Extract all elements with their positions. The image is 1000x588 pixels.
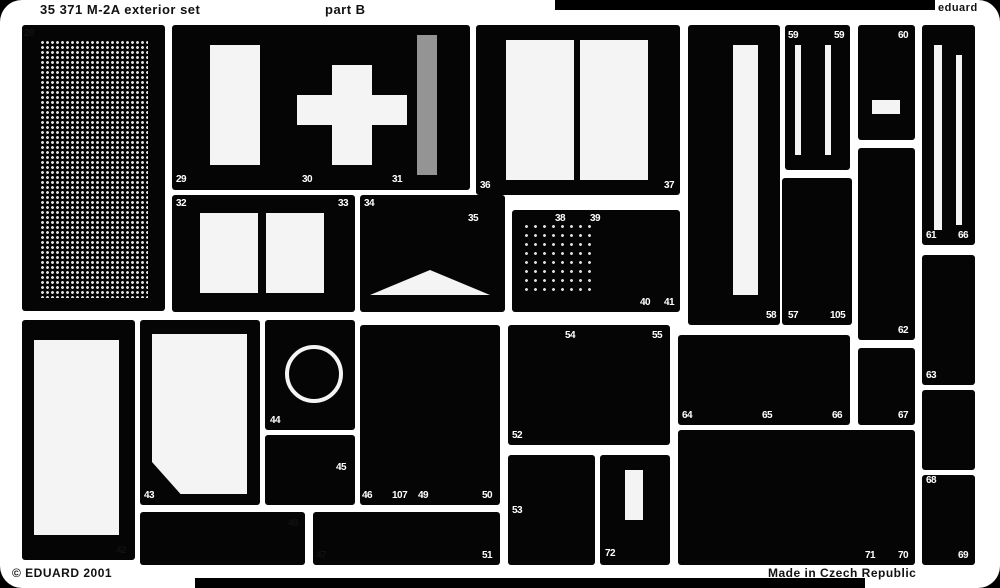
- panel-61: [922, 25, 975, 245]
- panel-mesh: [22, 25, 165, 311]
- panel-69: [922, 475, 975, 565]
- part-number: 105: [830, 310, 846, 321]
- panel-42: [22, 320, 135, 560]
- fret-edge: [195, 578, 865, 588]
- set-title: 35 371 M-2A exterior set: [40, 2, 201, 17]
- panel-43: [140, 320, 260, 505]
- part-number: 55: [652, 330, 663, 341]
- part-number: 107: [392, 490, 408, 501]
- part-number: 38: [555, 213, 566, 224]
- panel-44: [265, 320, 355, 430]
- panel-32-33: [172, 195, 355, 312]
- part-number: 46: [362, 490, 373, 501]
- part-number: 64: [682, 410, 693, 421]
- part-number: 52: [512, 430, 523, 441]
- panel-70-71: [678, 430, 915, 565]
- part-number: 59: [788, 30, 799, 41]
- fret-edge: [555, 0, 935, 10]
- part-number: 51: [482, 550, 493, 561]
- part-number: 35: [468, 213, 479, 224]
- panel-52-55: [508, 325, 670, 445]
- part-number: 65: [762, 410, 773, 421]
- part-number: 48: [288, 518, 299, 529]
- part-number: 53: [512, 505, 523, 516]
- part-number: 63: [926, 370, 937, 381]
- part-number: 69: [958, 550, 969, 561]
- part-number: 68: [926, 475, 937, 486]
- part-number: 66: [958, 230, 969, 241]
- panel-29-31: [172, 25, 470, 190]
- part-number: 72: [605, 548, 616, 559]
- part-number: 59: [834, 30, 845, 41]
- part-number: 39: [590, 213, 601, 224]
- part-number: 43: [144, 490, 155, 501]
- panel-58: [688, 25, 780, 325]
- panel-36-37: [476, 25, 680, 195]
- part-number: 61: [926, 230, 937, 241]
- part-number: 62: [898, 325, 909, 336]
- panel-60: [858, 25, 915, 140]
- panel-72: [600, 455, 670, 565]
- part-number: 30: [302, 174, 313, 185]
- panel-67: [858, 348, 915, 425]
- panel-45: [265, 435, 355, 505]
- part-number: 34: [364, 198, 375, 209]
- part-number: 45: [336, 462, 347, 473]
- panel-57: [782, 178, 852, 325]
- part-number: 57: [788, 310, 799, 321]
- panel-38-41: [512, 210, 680, 312]
- part-number: 31: [392, 174, 403, 185]
- part-number: 60: [898, 30, 909, 41]
- panel-46-50: [360, 325, 500, 505]
- origin-text: Made in Czech Republic: [768, 566, 917, 580]
- panel-34-35: [360, 195, 505, 312]
- part-number: 37: [664, 180, 675, 191]
- part-number: 54: [565, 330, 576, 341]
- part-number: 67: [898, 410, 909, 421]
- panel-62: [858, 148, 915, 340]
- part-number: 28: [24, 28, 35, 39]
- part-number: 70: [898, 550, 909, 561]
- part-number: 42: [116, 545, 127, 556]
- part-number: 50: [482, 490, 493, 501]
- part-number: 71: [865, 550, 876, 561]
- part-number: 33: [338, 198, 349, 209]
- panel-63: [922, 255, 975, 385]
- part-number: 49: [418, 490, 429, 501]
- panel-47-51: [313, 512, 500, 565]
- panel-48: [140, 512, 305, 565]
- part-number: 66: [832, 410, 843, 421]
- brand-logo: eduard: [938, 2, 978, 14]
- part-number: 29: [176, 174, 187, 185]
- panel-68: [922, 390, 975, 470]
- part-number: 44: [270, 415, 281, 426]
- part-number: 41: [664, 297, 675, 308]
- panel-53: [508, 455, 595, 565]
- part-number: 40: [640, 297, 651, 308]
- part-number: 58: [766, 310, 777, 321]
- set-part: part B: [325, 2, 366, 17]
- part-number: 32: [176, 198, 187, 209]
- copyright: © EDUARD 2001: [12, 566, 113, 580]
- part-number: 47: [316, 550, 327, 561]
- panel-64-66: [678, 335, 850, 425]
- panel-59: [785, 25, 850, 170]
- part-number: 36: [480, 180, 491, 191]
